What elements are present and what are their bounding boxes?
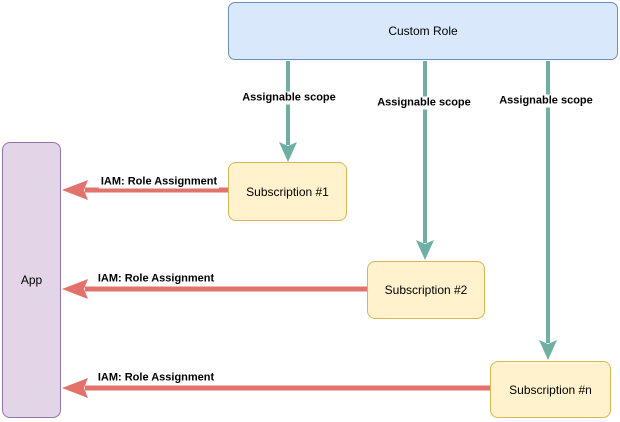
iam-role-assignment-edge-2[interactable]: [62, 279, 367, 299]
assignable-scope-label-3[interactable]: Assignable scope: [497, 94, 595, 108]
assignable-scope-edge-1[interactable]: [279, 61, 297, 162]
iam-role-assignment-label-2[interactable]: IAM: Role Assignment: [95, 272, 217, 286]
node-subscription-2[interactable]: Subscription #2: [367, 261, 485, 319]
iam-role-assignment-edge-3[interactable]: [62, 378, 490, 398]
arrow-head-down-icon: [539, 340, 557, 360]
node-app-label: App: [20, 273, 43, 287]
node-subscription-2-label: Subscription #2: [384, 283, 468, 297]
arrow-head-down-icon: [416, 240, 434, 260]
assignable-scope-edge-3[interactable]: [539, 61, 557, 360]
node-custom-role[interactable]: Custom Role: [228, 2, 618, 60]
arrow-head-left-icon: [62, 378, 88, 398]
iam-role-assignment-edge-1[interactable]: [62, 180, 228, 200]
node-subscription-n[interactable]: Subscription #n: [490, 361, 611, 418]
arrow-head-left-icon: [62, 180, 88, 200]
assignable-scope-edge-2[interactable]: [416, 61, 434, 260]
node-custom-role-label: Custom Role: [388, 24, 458, 38]
iam-role-assignment-label-3[interactable]: IAM: Role Assignment: [95, 371, 217, 385]
node-app[interactable]: App: [2, 142, 61, 418]
node-subscription-n-label: Subscription #n: [509, 382, 592, 397]
node-subscription-1-label: Subscription #1: [246, 184, 329, 199]
node-subscription-1[interactable]: Subscription #1: [228, 162, 347, 221]
assignable-scope-label-2[interactable]: Assignable scope: [375, 96, 473, 110]
iam-role-assignment-label-1[interactable]: IAM: Role Assignment: [98, 175, 220, 189]
assignable-scope-label-1[interactable]: Assignable scope: [240, 91, 338, 105]
arrow-head-down-icon: [279, 142, 297, 162]
arrow-head-left-icon: [62, 279, 88, 299]
